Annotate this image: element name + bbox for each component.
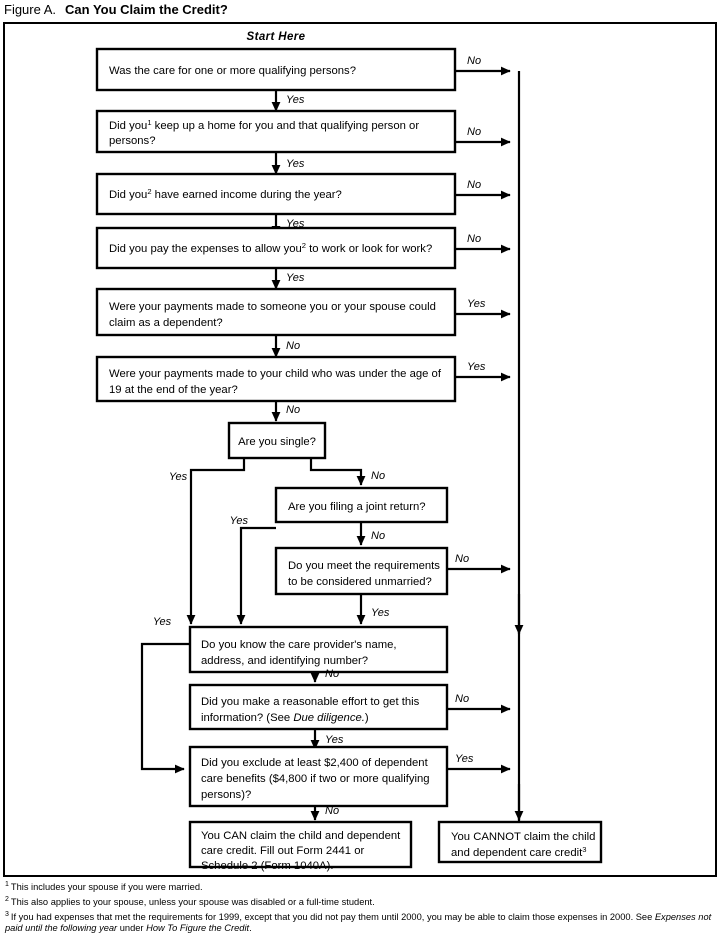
node-q11: Did you make a reasonable effort to get … bbox=[188, 683, 449, 731]
edge-label-q9-yes: Yes bbox=[371, 607, 390, 619]
edge-label-q6-yes: Yes bbox=[467, 361, 486, 373]
node-q6-line-1: 19 at the end of the year? bbox=[109, 384, 238, 396]
node-cannot-line-0: You CANNOT claim the child bbox=[451, 831, 595, 843]
edge-label-q4-no: No bbox=[467, 233, 481, 245]
edge-label-q2-yes: Yes bbox=[286, 158, 305, 170]
figure-caption: Figure A. Can You Claim the Credit? bbox=[4, 2, 228, 17]
edge-label-q3-no: No bbox=[467, 179, 481, 191]
node-q12-line-0: Did you exclude at least $2,400 of depen… bbox=[201, 757, 429, 769]
edge-label-q4-yes: Yes bbox=[286, 272, 305, 284]
start-here-label: Start Here bbox=[247, 31, 306, 43]
node-q5: Were your payments made to someone you o… bbox=[95, 287, 457, 337]
node-q2: Did you1 keep up a home for you and that… bbox=[95, 109, 457, 154]
footnote-2-text: This also applies to your spouse, unless… bbox=[10, 897, 375, 908]
footnote-1-text: This includes your spouse if you were ma… bbox=[10, 882, 203, 893]
edge-label-q7-yes: Yes bbox=[169, 471, 188, 483]
node-q8: Are you filing a joint return? bbox=[274, 486, 449, 524]
node-q12-line-1: care benefits ($4,800 if two or more qua… bbox=[201, 773, 430, 785]
edge-label-q3-yes: Yes bbox=[286, 218, 305, 230]
node-q4-line-0: Did you pay the expenses to allow you2 t… bbox=[109, 241, 432, 256]
figure-label: Figure A. bbox=[4, 2, 57, 17]
edge-label-q6-no: No bbox=[286, 404, 300, 416]
node-q10-line-1: address, and identifying number? bbox=[201, 655, 368, 667]
edge-label-q10-yes: Yes bbox=[153, 616, 172, 628]
node-q6-line-0: Were your payments made to your child wh… bbox=[109, 368, 442, 380]
edge-label-q11-no: No bbox=[455, 693, 469, 705]
node-q8-line-0: Are you filing a joint return? bbox=[288, 501, 426, 513]
node-cannot-line-1: and dependent care credit3 bbox=[451, 845, 587, 860]
node-can-line-2: Schedule 2 (Form 1040A). bbox=[201, 860, 334, 872]
footnote-3-italic-2: How To Figure the Credit bbox=[146, 922, 250, 933]
node-q4: Did you pay the expenses to allow you2 t… bbox=[95, 226, 457, 270]
edge-label-q12-no: No bbox=[325, 805, 339, 817]
edge-label-q12-yes: Yes bbox=[455, 753, 474, 765]
flowchart-frame: Start Here bbox=[3, 22, 717, 877]
node-q3: Did you2 have earned income during the y… bbox=[95, 172, 457, 216]
edge-label-q5-no: No bbox=[286, 340, 300, 352]
node-q10-line-0: Do you know the care provider's name, bbox=[201, 639, 397, 651]
edge-label-q7-no: No bbox=[371, 470, 385, 482]
node-q5-line-0: Were your payments made to someone you o… bbox=[109, 301, 436, 313]
node-q9: Do you meet the requirements to be consi… bbox=[274, 546, 449, 596]
node-q1-line-0: Was the care for one or more qualifying … bbox=[109, 65, 356, 77]
node-q11-line-1: information? (See Due diligence.) bbox=[201, 712, 369, 724]
node-q7-line-0: Are you single? bbox=[238, 436, 316, 448]
footnote-3-mid: under bbox=[117, 922, 147, 933]
edge-label-q8-yes: Yes bbox=[230, 515, 249, 527]
footnote-3-end: . bbox=[249, 922, 252, 933]
edge-label-q1-yes: Yes bbox=[286, 94, 305, 106]
node-q5-line-1: claim as a dependent? bbox=[109, 317, 223, 329]
node-q10: Do you know the care provider's name, ad… bbox=[188, 625, 449, 674]
node-q1: Was the care for one or more qualifying … bbox=[95, 47, 457, 92]
node-q2-line-0: Did you1 keep up a home for you and that… bbox=[109, 118, 419, 133]
footnote-3-italic-1: Expenses not paid until the following ye… bbox=[5, 912, 712, 933]
edge-q7-no bbox=[309, 458, 366, 486]
node-q9-line-1: to be considered unmarried? bbox=[288, 576, 432, 588]
flowchart-svg: Start Here bbox=[95, 31, 603, 872]
edge-label-q1-no: No bbox=[467, 55, 481, 67]
edge-q10-yes bbox=[140, 642, 190, 774]
edge-q8-yes bbox=[236, 526, 276, 625]
node-can-line-1: care credit. Fill out Form 2441 or bbox=[201, 845, 364, 857]
node-outcome-cannot: You CANNOT claim the child and dependent… bbox=[437, 820, 603, 864]
footnote-1-marker: 1 bbox=[5, 881, 9, 888]
edge-label-q10-no: No bbox=[325, 668, 339, 680]
node-q2-line-1: persons? bbox=[109, 135, 155, 147]
node-q3-line-0: Did you2 have earned income during the y… bbox=[109, 187, 342, 202]
edge-label-q2-no: No bbox=[467, 126, 481, 138]
figure-title-text: Can You Claim the Credit? bbox=[65, 2, 228, 17]
footnote-2-marker: 2 bbox=[5, 896, 9, 903]
edge-label-q5-yes: Yes bbox=[467, 298, 486, 310]
edge-label-q11-yes: Yes bbox=[325, 734, 344, 746]
node-q6: Were your payments made to your child wh… bbox=[95, 355, 457, 403]
footnote-3-text: If you had expenses that met the require… bbox=[10, 912, 655, 923]
node-outcome-can: You CAN claim the child and dependent ca… bbox=[188, 820, 413, 872]
node-q12: Did you exclude at least $2,400 of depen… bbox=[188, 745, 449, 808]
edge-q7-yes bbox=[186, 458, 246, 625]
node-q11-line-0: Did you make a reasonable effort to get … bbox=[201, 696, 420, 708]
node-q12-line-2: persons)? bbox=[201, 789, 251, 801]
edge-label-q8-no: No bbox=[371, 530, 385, 542]
edge-label-q9-no: No bbox=[455, 553, 469, 565]
node-q9-line-0: Do you meet the requirements bbox=[288, 560, 440, 572]
node-can-line-0: You CAN claim the child and dependent bbox=[201, 830, 401, 842]
footnote-3-marker: 3 bbox=[5, 911, 9, 918]
node-q7: Are you single? bbox=[227, 421, 327, 460]
